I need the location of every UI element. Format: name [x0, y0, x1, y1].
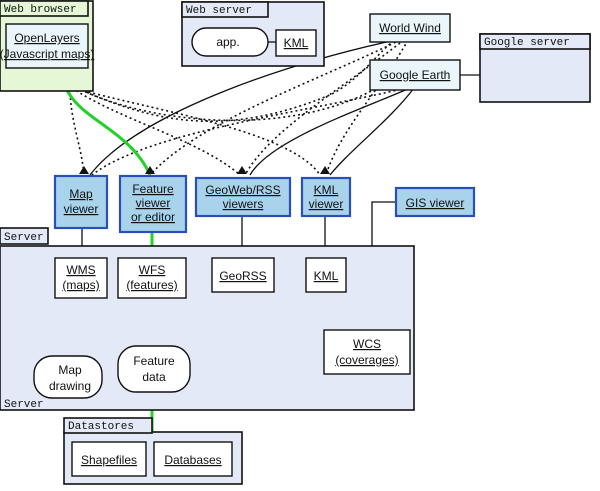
arrowhead-map-viewer [79, 166, 89, 174]
wms-node [54, 257, 108, 299]
feature-viewer-label-2: viewer [136, 196, 171, 210]
google-server-container: Google server [479, 33, 591, 103]
google-earth-node [369, 59, 461, 91]
databases-label: Databases [164, 453, 221, 467]
connector-browser-kml-viewer [73, 87, 321, 176]
server-title-bottom: Server [4, 399, 44, 411]
georss-viewers-node [194, 176, 292, 218]
feature-data-node [117, 345, 191, 393]
map-drawing-label-2: drawing [49, 379, 91, 393]
wcs-label-2: (coverages) [335, 353, 398, 367]
web-server-container: Web server app. KML [181, 1, 325, 67]
connector-browser-map-viewer [69, 87, 85, 176]
georss-node [211, 257, 275, 293]
kml-server-label: KML [314, 269, 339, 283]
wms-label-1: WMS [66, 263, 95, 277]
web-browser-title: Web browser [4, 4, 77, 16]
georss-label: GeoRSS [219, 269, 266, 283]
gis-viewer-label: GIS viewer [406, 196, 465, 210]
wfs-label-1: WFS [139, 263, 166, 277]
world-wind-label: World Wind [379, 21, 441, 35]
connector-green-browser-feature [64, 87, 152, 176]
map-drawing-node [33, 355, 103, 399]
feature-viewer-label-1: Feature [132, 182, 174, 196]
kml-viewer-node [300, 176, 352, 218]
kml-top-label: KML [284, 36, 309, 50]
wcs-node [323, 329, 411, 375]
openlayers-sublabel: (Javascript maps) [0, 47, 94, 61]
feature-data-label-2: data [142, 370, 166, 384]
connector-worldwind-feature [149, 39, 401, 176]
feature-viewer-label-3: or editor [131, 210, 175, 224]
server-title: Server [4, 232, 44, 244]
arrowhead-kml-viewer [320, 166, 330, 174]
world-wind-node [369, 13, 451, 43]
feature-data-label-1: Feature [133, 354, 175, 368]
databases-node [153, 441, 233, 477]
web-server-title: Web server [186, 5, 252, 17]
connector-earth-kml [329, 87, 415, 176]
shapefiles-node [71, 441, 147, 477]
google-earth-label: Google Earth [380, 68, 451, 82]
connector-worldwind-map-viewer [89, 39, 397, 176]
kml-server-node [305, 257, 347, 293]
datastores-container: Datastores Shapefiles Databases [63, 417, 243, 485]
wfs-node [117, 257, 187, 299]
wcs-label-1: WCS [353, 337, 381, 351]
gis-viewer-node [394, 186, 476, 218]
google-server-title: Google server [484, 37, 570, 49]
map-viewer-label-1: Map [69, 187, 93, 201]
feature-viewer-node [118, 174, 188, 234]
arrowhead-feature-viewer [145, 166, 155, 174]
georss-viewers-label-2: viewers [223, 197, 264, 211]
kml-viewer-label-1: KML [314, 183, 339, 197]
wms-label-2: (maps) [62, 278, 99, 292]
web-browser-container: Web browser OpenLayers (Javascript maps) [0, 0, 94, 92]
connector-worldwind-kml [325, 39, 409, 176]
map-drawing-label-1: Map [58, 363, 82, 377]
arrowhead-georss-viewer [237, 166, 247, 174]
map-viewer-node [53, 174, 109, 230]
connector-browser-google-earth [77, 79, 391, 122]
connector-browser-georss [71, 87, 241, 176]
connector-worldwind-georss [244, 39, 405, 176]
app-label: app. [216, 35, 239, 49]
datastores-title: Datastores [68, 421, 134, 433]
georss-viewers-label-1: GeoWeb/RSS [205, 183, 280, 197]
kml-viewer-label-2: viewer [309, 197, 344, 211]
connector-earth-georss [249, 87, 411, 176]
kml-top-node [275, 29, 317, 57]
connector-earth-map-viewer [91, 87, 406, 176]
map-viewer-label-2: viewer [64, 202, 99, 216]
shapefiles-label: Shapefiles [81, 453, 137, 467]
openlayers-label: OpenLayers [14, 31, 79, 45]
wfs-label-2: (features) [126, 278, 177, 292]
